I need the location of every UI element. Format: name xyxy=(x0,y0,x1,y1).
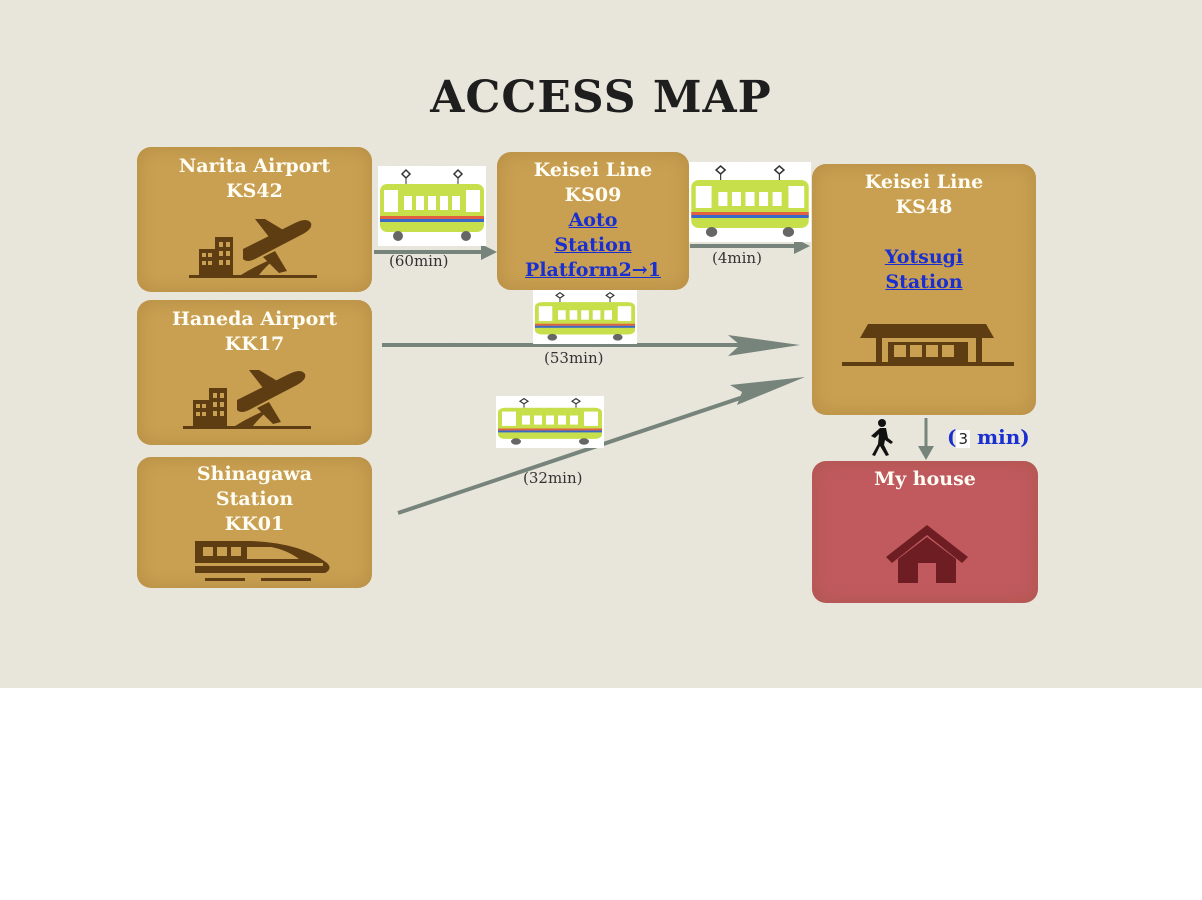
aoto-station-link[interactable]: Aoto xyxy=(568,209,618,231)
bullet-train-icon xyxy=(195,541,330,581)
origin-name: Narita Airport xyxy=(178,155,331,177)
aoto-station-link-2[interactable]: Station xyxy=(554,234,632,256)
duration-label: (4min) xyxy=(712,249,762,267)
yotsugi-station-link[interactable]: Yotsugi xyxy=(884,246,964,268)
station-code: KS48 xyxy=(895,196,953,218)
walk-open: ( xyxy=(947,425,957,449)
access-map: ACCESS MAP Narita Airport KS42 xyxy=(0,0,1202,688)
line-name: Keisei Line xyxy=(864,171,984,193)
arrow-head xyxy=(728,335,800,356)
origin-code: KK17 xyxy=(224,333,285,355)
origin-shinagawa: Shinagawa Station KK01 xyxy=(137,457,372,588)
walking-person-icon xyxy=(871,419,893,456)
origin-narita: Narita Airport KS42 xyxy=(137,147,372,292)
origin-code: KS42 xyxy=(226,180,283,202)
airport-icon xyxy=(183,370,311,429)
page-title: ACCESS MAP xyxy=(430,72,772,123)
station-icon xyxy=(842,324,1014,366)
house-icon xyxy=(886,525,968,583)
arrow-shinagawa-yotsugi xyxy=(397,386,771,515)
tram-icon xyxy=(533,290,637,344)
home-label: My house xyxy=(874,468,976,490)
tram-icon xyxy=(689,162,811,242)
duration-label: (53min) xyxy=(544,349,604,367)
tram-icon xyxy=(378,166,486,246)
duration-label: (32min) xyxy=(523,469,583,487)
station-code: KS09 xyxy=(564,184,622,206)
home-box: My house xyxy=(812,461,1038,603)
arrow-head xyxy=(794,238,810,254)
walk-unit: min) xyxy=(970,425,1030,449)
duration-label: (60min) xyxy=(389,252,449,270)
arrow-head xyxy=(730,377,805,405)
route-arrows xyxy=(374,238,934,515)
transfer-aoto: Keisei Line KS09 Aoto Station Platform2→… xyxy=(497,152,689,290)
origin-name: Haneda Airport xyxy=(171,308,338,330)
arrow-head xyxy=(918,446,934,460)
origin-haneda: Haneda Airport KK17 xyxy=(137,300,372,445)
yotsugi-station-link-2[interactable]: Station xyxy=(885,271,963,293)
walk-minutes: 3 xyxy=(956,430,971,448)
tram-icon xyxy=(496,396,604,448)
line-name: Keisei Line xyxy=(533,159,653,181)
origin-code: KK01 xyxy=(224,513,285,535)
walk-duration: (3 min) xyxy=(947,425,1030,449)
origin-name: Shinagawa xyxy=(196,463,313,485)
destination-yotsugi: Keisei Line KS48 Yotsugi Station xyxy=(812,164,1036,415)
arrow-head xyxy=(481,244,497,260)
origin-name-2: Station xyxy=(215,488,294,510)
aoto-platform-link[interactable]: Platform2→1 xyxy=(525,259,661,281)
airport-icon xyxy=(189,219,317,278)
